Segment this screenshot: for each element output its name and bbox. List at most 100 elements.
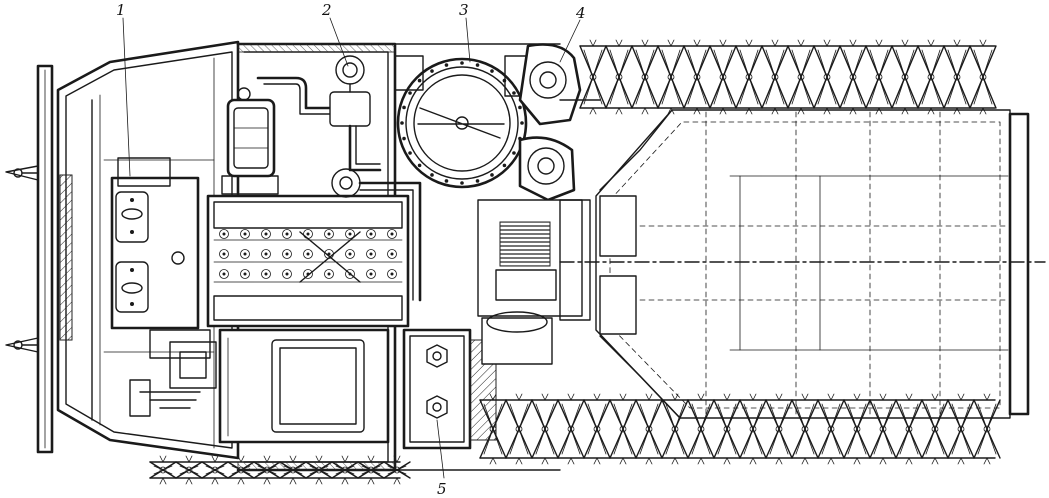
upper-track-link — [787, 39, 815, 115]
clutch-rivet — [512, 151, 516, 155]
callout-3: 3 — [459, 1, 471, 63]
lower-track-link — [817, 393, 845, 465]
towing-hook-upper — [5, 165, 39, 181]
cylinder-bolt — [345, 269, 355, 279]
clutch-rivet — [502, 163, 507, 168]
lower-track-link — [947, 393, 975, 465]
clutch-rivet — [475, 63, 480, 67]
cylinder-bolt — [282, 229, 292, 239]
lower-track-link — [687, 393, 715, 465]
front-towing-bar — [5, 64, 54, 454]
engine-block — [206, 194, 410, 328]
upper-track-chain — [579, 39, 997, 115]
clutch-rivet — [475, 179, 480, 183]
clutch-rivet — [430, 173, 434, 177]
cylinder-bolt — [324, 229, 334, 239]
upper-track-link — [891, 39, 919, 115]
lower-track-link — [635, 393, 663, 465]
clutch-rivets — [400, 61, 524, 185]
upper-track-link — [683, 39, 711, 115]
clutch-rivet — [408, 151, 412, 155]
clutch-rivet — [417, 78, 422, 83]
cylinder-bolt — [261, 269, 271, 279]
clutch-rivet — [490, 69, 494, 73]
upper-track-link — [579, 39, 607, 115]
lower-track-link — [583, 393, 611, 465]
cylinder-bolt — [240, 269, 250, 279]
cylinder-bolt — [219, 249, 229, 259]
cylinder-bolt — [282, 249, 292, 259]
towing-hook-lower — [5, 337, 39, 353]
upper-track-link — [865, 39, 893, 115]
clutch-rivet — [512, 91, 516, 95]
cylinder-bolt — [240, 229, 250, 239]
svg-text:2: 2 — [321, 1, 332, 19]
lower-track-link — [557, 393, 585, 465]
lower-track-link — [973, 393, 1001, 465]
lower-track-link — [505, 393, 533, 465]
cylinder-bolt — [345, 249, 355, 259]
lower-track-front-link — [175, 455, 203, 485]
upper-track-link — [813, 39, 841, 115]
upper-track-link — [735, 39, 763, 115]
lower-track-front-link — [201, 455, 229, 485]
lower-track-link — [843, 393, 871, 465]
cylinder-bolt — [261, 249, 271, 259]
steering-brake-unit — [518, 43, 601, 202]
clutch-rivet — [460, 181, 464, 185]
lower-track-link — [895, 393, 923, 465]
main-clutch-drum — [394, 55, 532, 189]
upper-track-link — [657, 39, 685, 115]
cylinder-bolt — [324, 269, 334, 279]
upper-track-link — [917, 39, 945, 115]
clutch-rivet — [490, 173, 494, 177]
svg-text:4: 4 — [575, 4, 586, 22]
air-intake-pipework — [256, 55, 422, 302]
clutch-rivet — [444, 63, 449, 67]
svg-text:5: 5 — [437, 480, 447, 498]
upper-track-link — [709, 39, 737, 115]
clutch-rivet — [430, 69, 434, 73]
callout-4: 4 — [559, 4, 586, 63]
rear-loading-platform — [559, 109, 1046, 419]
clutch-rivet — [460, 61, 464, 65]
clutch-rivet — [400, 121, 404, 125]
cylinder-bolt — [366, 269, 376, 279]
upper-track-link — [839, 39, 867, 115]
cylinder-bolt — [366, 249, 376, 259]
upper-track-link — [969, 39, 997, 115]
lower-track-link — [739, 393, 767, 465]
fuel-pump-assembly — [221, 87, 279, 195]
cylinder-bolt — [387, 229, 397, 239]
lower-track-link — [661, 393, 689, 465]
clutch-rivet — [444, 179, 449, 183]
cylinder-bolt — [261, 229, 271, 239]
clutch-rivet — [402, 105, 406, 110]
svg-text:1: 1 — [116, 1, 126, 19]
clutch-rivet — [520, 121, 524, 125]
lower-track-link — [765, 393, 793, 465]
cylinder-bolt — [282, 269, 292, 279]
transmission-housing — [477, 199, 591, 365]
cylinder-bolt — [387, 249, 397, 259]
engine-cylinder-bolts — [219, 229, 397, 279]
lower-track-front-link — [149, 455, 177, 485]
lower-compartment — [129, 328, 390, 444]
final-drive-gearbox — [402, 328, 497, 450]
cylinder-bolt — [219, 269, 229, 279]
cylinder-bolt — [219, 229, 229, 239]
clutch-rivet — [408, 91, 412, 95]
fuel-tank-unit — [110, 157, 211, 359]
callout-1: 1 — [116, 1, 131, 177]
lower-track-link — [713, 393, 741, 465]
front-radiator-hood — [56, 40, 240, 460]
svg-text:3: 3 — [459, 1, 469, 19]
upper-track-link — [761, 39, 789, 115]
cylinder-bolt — [387, 269, 397, 279]
clutch-rivet — [402, 136, 406, 141]
clutch-rivet — [518, 105, 522, 110]
upper-track-link — [943, 39, 971, 115]
cylinder-bolt — [240, 249, 250, 259]
callout-5: 5 — [436, 419, 447, 498]
